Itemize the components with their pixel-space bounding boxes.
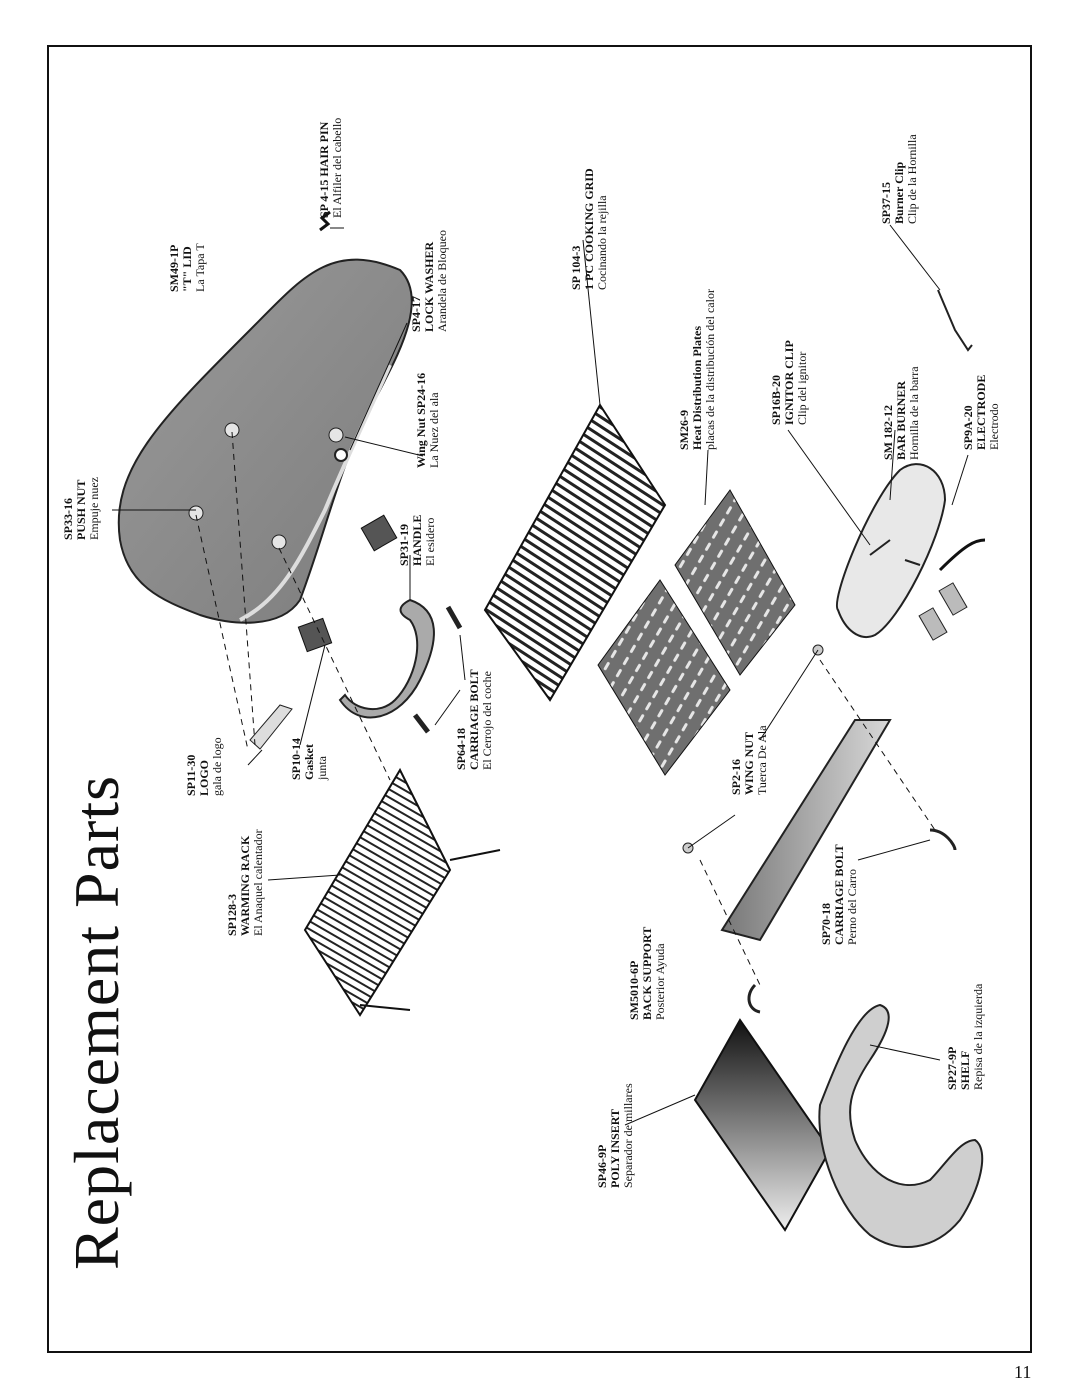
spanish-cooking-grid: Cocinando la rejilla — [595, 195, 609, 290]
label-handle: SP31-19 HANDLE El esidero — [397, 515, 437, 566]
spanish-gasket: junta — [315, 756, 329, 780]
carriage-bolt-graphic — [445, 605, 463, 630]
spanish-carriage-bolt-b: Perno del Carro — [845, 869, 859, 945]
heat-plate-graphic — [597, 579, 731, 776]
label-push-nut: SP33-16 PUSH NUT Empuje nuez — [61, 477, 101, 540]
label-t-lid: SM49-1P "T" LID La Tapa T — [167, 243, 207, 292]
label-bar-burner: SM 182-12 BAR BURNER Hornilla de la barr… — [881, 366, 921, 460]
handle-graphic — [338, 598, 435, 719]
spanish-handle: El esidero — [423, 517, 437, 566]
label-poly-insert: SP46-9P POLY INSERT Separador de millare… — [595, 1083, 635, 1188]
spanish-warming-rack: El Anaquel calentador — [251, 829, 265, 936]
label-logo: SP11-30 LOGO gala de logo — [184, 737, 224, 796]
spanish-carriage-bolt-a: El Cerrojo del coche — [480, 671, 494, 770]
poly-insert-graphic — [693, 1018, 832, 1232]
label-heat-plates: SM26-9 Heat Distribution Plates placas d… — [677, 289, 717, 450]
spanish-logo: gala de logo — [210, 737, 224, 796]
label-burner-clip: SP37-15 Burner Clip Clip de la Hornilla — [879, 134, 919, 224]
label-back-support: SM5010-6P BACK SUPPORT Posterior Ayuda — [627, 927, 667, 1020]
label-ignitor-clip: SP16B-20 IGNITOR CLIP Clip del ignitor — [769, 340, 809, 425]
label-warming-rack: SP128-3 WARMING RACK El Anaquel calentad… — [225, 829, 265, 936]
spanish-shelf: Repisa de la izquierda — [971, 983, 985, 1090]
page-border — [47, 45, 1032, 1353]
label-carriage-bolt-b: SP70-18 CARRIAGE BOLT Perno del Carro — [819, 844, 859, 945]
label-wing-nut-lid: Wing Nut SP24-16 La Nuez del ala — [414, 373, 441, 468]
label-hair-pin: SP 4-15 HAIR PIN El Alfiler del cabello — [317, 117, 344, 218]
label-gasket: SP10-14 Gasket junta — [289, 738, 329, 780]
spanish-hair-pin: El Alfiler del cabello — [330, 117, 344, 218]
spanish-back-support: Posterior Ayuda — [653, 943, 667, 1020]
spanish-electrode: Electrodo — [987, 403, 1001, 450]
label-shelf: SP27-9P SHELF Repisa de la izquierda — [945, 983, 985, 1090]
spanish-t-lid: La Tapa T — [193, 243, 207, 292]
warming-rack-graphic — [303, 767, 452, 1017]
t-lid-graphic — [117, 258, 413, 624]
label-lock-washer: SP4-17 LOCK WASHER Arandela de Bloqueo — [409, 230, 449, 332]
gasket-graphic — [360, 514, 398, 552]
spanish-ignitor-clip: Clip del ignitor — [795, 351, 809, 425]
spanish-heat-plates: placas de la distribución del calor — [703, 289, 717, 450]
label-carriage-bolt-a: SP64-18 CARRIAGE BOLT El Cerrojo del coc… — [454, 669, 494, 770]
label-electrode: SP9A-20 ELECTRODE Electrodo — [961, 375, 1001, 450]
spanish-wing-nut-lid: La Nuez del ala — [427, 392, 441, 468]
spanish-lock-washer: Arandela de Bloqueo — [435, 230, 449, 332]
page-number: 11 — [1014, 1362, 1032, 1382]
label-wing-nut: SP2-16 WING NUT Tuerca De Ala — [729, 725, 769, 795]
spanish-wing-nut: Tuerca De Ala — [755, 725, 769, 795]
burner-clip-graphic — [937, 289, 973, 352]
hair-pin-graphic — [319, 210, 331, 232]
spanish-push-nut: Empuje nuez — [87, 477, 101, 540]
spanish-bar-burner: Hornilla de la barra — [907, 366, 921, 460]
shelf-graphic — [818, 1003, 984, 1248]
spanish-burner-clip: Clip de la Hornilla — [905, 134, 919, 224]
spanish-poly-insert: Separador de millares — [621, 1083, 635, 1188]
bar-burner-graphic — [835, 463, 986, 641]
label-cooking-grid: SP 104-3 1 PC COOKING GRID Cocinando la … — [569, 168, 609, 290]
cooking-grid-graphic — [483, 403, 667, 702]
back-support-graphic — [720, 719, 892, 942]
logo-graphic — [249, 704, 293, 750]
